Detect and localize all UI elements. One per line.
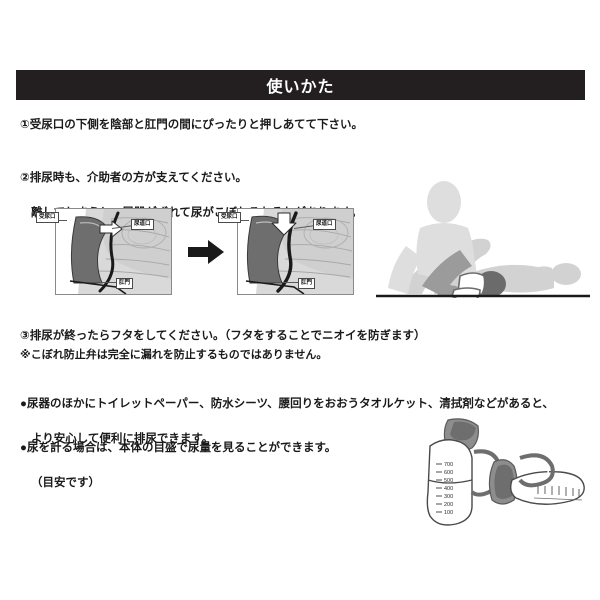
diagram-after-label-receiving-port: 受尿口: [218, 212, 241, 223]
instruction-bullet-1-line-2: より安心して便利に排尿できます。: [31, 433, 214, 446]
urinal-bottle-with-graduations-icon: 700 600 500 400 300 200 100: [426, 418, 585, 526]
diagram-before-label-receiving-port: 受尿口: [36, 212, 59, 223]
leader-line-receiving-port-after: [239, 220, 249, 221]
leader-line-receiving-port-before: [57, 220, 67, 221]
svg-text:600: 600: [444, 470, 453, 476]
instruction-bullet-1: ●尿器のほかにトイレットペーパー、防水シーツ、腰回りをおおうタオルケット、清拭剤…: [20, 378, 554, 449]
instruction-bullet-1-line-1: ●尿器のほかにトイレットペーパー、防水シーツ、腰回りをおおうタオルケット、清拭剤…: [20, 397, 554, 410]
instruction-note-3: ※こぼれ防止弁は完全に漏れを防止するものではありません。: [20, 349, 328, 361]
instruction-bullet-2-line-2: （目安です）: [31, 477, 100, 490]
diagram-before-label-anus: 肛門: [116, 278, 134, 289]
instruction-step-3: ③排尿が終ったらフタをしてください。（フタをすることでニオイを防ぎます）: [20, 330, 426, 342]
instruction-step-2-line-1: ②排尿時も、介助者の方が支えてください。: [20, 171, 247, 184]
leader-line-anus-before: [100, 282, 117, 283]
svg-text:200: 200: [444, 502, 453, 508]
svg-text:700: 700: [444, 462, 453, 468]
diagram-after-label-anus: 肛門: [298, 278, 316, 289]
svg-text:100: 100: [444, 510, 453, 516]
page-title-bar: 使いかた: [16, 70, 585, 100]
svg-text:300: 300: [444, 494, 453, 500]
instruction-bullet-2: ●尿を計る場合は、本体の目盛で尿量を見ることができます。 （目安です）: [20, 422, 336, 493]
caregiver-assisting-lying-person-icon: [376, 181, 590, 298]
instruction-bullet-2-line-1: ●尿を計る場合は、本体の目盛で尿量を見ることができます。: [20, 441, 337, 454]
page-title: 使いかた: [266, 79, 335, 96]
svg-text:400: 400: [444, 486, 453, 492]
svg-text:500: 500: [444, 478, 453, 484]
right-arrow-icon: [188, 240, 224, 264]
leader-line-anus-after: [282, 282, 299, 283]
diagram-before-label-urethral-opening: 尿道口: [131, 219, 154, 230]
diagram-after-label-urethral-opening: 尿道口: [313, 219, 336, 230]
instruction-step-1: ①受尿口の下側を陰部と肛門の間にぴったりと押しあてて下さい。: [20, 119, 364, 131]
